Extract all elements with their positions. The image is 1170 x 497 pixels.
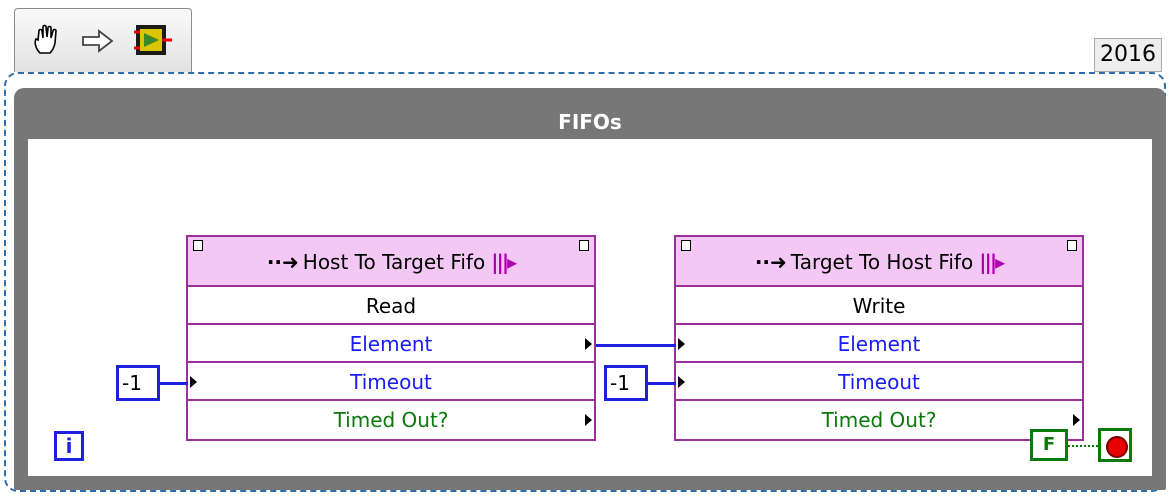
timeout-wire[interactable]: [160, 382, 188, 385]
input-terminal-icon[interactable]: [190, 376, 197, 388]
hand-icon[interactable]: [31, 23, 67, 61]
page-corner-icon: [681, 240, 691, 251]
input-terminal-icon[interactable]: [678, 376, 685, 388]
output-terminal-icon[interactable]: [585, 338, 592, 350]
loop-title: FIFOs: [558, 110, 622, 134]
boolean-wire[interactable]: [1068, 445, 1098, 447]
fifo-name: Target To Host Fifo: [790, 250, 974, 274]
method-label: Write: [852, 294, 906, 318]
timeout-constant[interactable]: -1: [604, 365, 648, 401]
method-label: Read: [365, 294, 417, 318]
element-wire[interactable]: [596, 344, 676, 347]
fifo-name: Host To Target Fifo: [302, 250, 486, 274]
timed-out-terminal[interactable]: Timed Out?: [676, 401, 1082, 439]
page-corner-icon: [193, 240, 203, 251]
fifo-ref-icon: |||▸: [979, 250, 1005, 274]
stop-condition-terminal[interactable]: [1098, 428, 1132, 462]
terminal-label: Timeout: [838, 370, 920, 394]
false-constant[interactable]: F: [1030, 429, 1068, 461]
stop-icon: [1106, 436, 1128, 458]
terminal-label: Timeout: [350, 370, 432, 394]
fifo-arrow-icon: ··➜: [754, 250, 787, 274]
page-corner-icon: [1067, 240, 1077, 251]
output-terminal-icon[interactable]: [1073, 414, 1080, 426]
vi-icon[interactable]: [133, 23, 173, 61]
toolbar-tab: [14, 8, 192, 72]
terminal-label: Element: [349, 332, 433, 356]
while-loop-frame[interactable]: FIFOs ··➜Host To Target Fifo|||▸ Read El…: [14, 88, 1166, 490]
output-terminal-icon[interactable]: [585, 414, 592, 426]
fifo-arrow-icon: ··➜: [266, 250, 299, 274]
element-terminal[interactable]: Element: [188, 325, 594, 363]
target-to-host-fifo-node[interactable]: ··➜Target To Host Fifo|||▸ Write Element…: [674, 235, 1084, 441]
version-label: 2016: [1094, 38, 1162, 72]
page-corner-icon: [579, 240, 589, 251]
host-to-target-fifo-node[interactable]: ··➜Host To Target Fifo|||▸ Read Element …: [186, 235, 596, 441]
fifo-ref-icon: |||▸: [491, 250, 517, 274]
arrow-right-icon[interactable]: [81, 29, 115, 57]
timed-out-terminal[interactable]: Timed Out?: [188, 401, 594, 439]
fifo-header[interactable]: ··➜Target To Host Fifo|||▸: [676, 237, 1082, 287]
fifo-method[interactable]: Write: [676, 287, 1082, 325]
fifo-method[interactable]: Read: [188, 287, 594, 325]
timeout-terminal[interactable]: Timeout: [188, 363, 594, 401]
loop-diagram-area[interactable]: ··➜Host To Target Fifo|||▸ Read Element …: [28, 139, 1152, 476]
timeout-constant[interactable]: -1: [116, 365, 160, 401]
terminal-label: Timed Out?: [333, 408, 449, 432]
terminal-label: Timed Out?: [821, 408, 937, 432]
timeout-wire[interactable]: [648, 382, 676, 385]
timeout-terminal[interactable]: Timeout: [676, 363, 1082, 401]
fifo-header[interactable]: ··➜Host To Target Fifo|||▸: [188, 237, 594, 287]
element-terminal[interactable]: Element: [676, 325, 1082, 363]
terminal-label: Element: [837, 332, 921, 356]
iteration-terminal[interactable]: i: [54, 431, 84, 461]
input-terminal-icon[interactable]: [678, 338, 685, 350]
